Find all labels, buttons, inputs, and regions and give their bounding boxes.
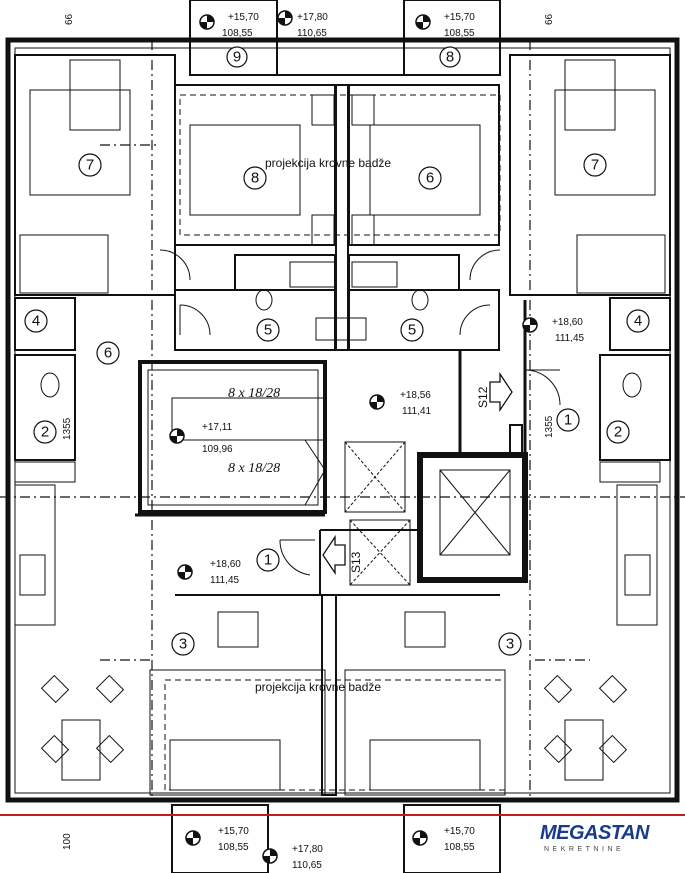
stair-label-upper: 8 x 18/28 (228, 386, 280, 401)
dining-set-left (40, 674, 125, 781)
dim-left-1355: 1355 (62, 417, 73, 440)
room-7-left: 7 (86, 157, 94, 174)
bed-right (369, 124, 481, 216)
balcony-bottom-left (171, 804, 269, 873)
room-4-left: 4 (32, 313, 40, 330)
room-9: 9 (233, 49, 241, 66)
room-7-left-walls (14, 54, 176, 296)
balcony-top-right (403, 0, 501, 76)
elev-lower-left-b: 111,45 (210, 575, 240, 586)
elev-top-mid-b: 110,65 (297, 28, 327, 39)
dining-set-right (543, 674, 628, 781)
roof-projection-top (179, 94, 501, 236)
room-2-right-walls (599, 354, 671, 461)
wardrobe-right (576, 234, 666, 294)
room-2-left: 2 (41, 424, 49, 441)
bath-5-left (174, 289, 336, 351)
room-8-balcony: 8 (446, 49, 454, 66)
room-6-top: 6 (426, 170, 434, 187)
elev-stair-left-a: +17,11 (202, 422, 233, 433)
bed-7-right (554, 89, 656, 196)
elev-top-right-b: 108,55 (444, 28, 475, 39)
party-wall-top (335, 84, 349, 351)
balcony-bottom-right (403, 804, 501, 873)
room-7-right: 7 (591, 157, 599, 174)
room-2-right: 2 (614, 424, 622, 441)
room-3-left: 3 (179, 636, 187, 653)
dim-bottom-left: 100 (62, 833, 73, 850)
elev-bot-right-a: +15,70 (444, 826, 475, 837)
kitchen-right (616, 484, 658, 626)
elev-bot-left-a: +15,70 (218, 826, 249, 837)
tag-s13: S13 (349, 551, 363, 573)
kitchen-left (14, 484, 56, 626)
room-7-right-walls (509, 54, 671, 296)
elev-top-right-a: +15,70 (444, 12, 475, 23)
elev-top-left-a: +15,70 (228, 12, 259, 23)
elev-stair-center-b: 111,41 (402, 406, 432, 417)
arrow-s13 (322, 534, 346, 576)
room-6-hall: 6 (104, 345, 112, 362)
party-wall-bottom (321, 594, 337, 796)
wardrobe-left (19, 234, 109, 294)
elev-top-mid-a: +17,80 (297, 12, 328, 23)
room-5-left: 5 (264, 322, 272, 339)
bath-5-right (348, 289, 500, 351)
room-3-right: 3 (506, 636, 514, 653)
room-5-right: 5 (408, 322, 416, 339)
tag-s12: S12 (476, 386, 490, 408)
roof-note-bottom: projekcija krovne badže (255, 680, 381, 694)
elev-bot-right-b: 108,55 (444, 842, 475, 853)
elev-bot-left-b: 108,55 (218, 842, 249, 853)
elev-right-a: +18,60 (552, 317, 583, 328)
room-2-left-walls (14, 354, 76, 461)
top-terrace (276, 39, 405, 76)
room-4-right: 4 (634, 313, 642, 330)
brand-sub: NEKRETNINE (544, 846, 625, 853)
balcony-top-left (189, 0, 278, 76)
dim-top-left: 66 (64, 13, 75, 25)
roof-projection-bottom (164, 679, 506, 791)
dim-right-1355: 1355 (544, 415, 555, 438)
stair-label-lower: 8 x 18/28 (228, 461, 280, 476)
elev-right-b: 111,45 (555, 333, 585, 344)
elevator-shaft (417, 452, 528, 583)
roof-note-top: projekcija krovne badže (265, 156, 391, 170)
elev-stair-center-a: +18,56 (400, 390, 431, 401)
brand-logo: MEGASTAN NEKRETNINE (540, 822, 680, 862)
arrow-s12 (489, 371, 513, 413)
elev-bot-mid-b: 110,65 (292, 860, 322, 871)
stair-well (138, 360, 327, 514)
elevation-markers (169, 10, 538, 864)
room-1-right: 1 (564, 412, 572, 429)
bed-7-left (29, 89, 131, 196)
room-6-walls (348, 84, 500, 246)
brand-name: MEGASTAN (540, 822, 649, 844)
sofa-left (149, 669, 326, 796)
elev-lower-left-a: +18,60 (210, 559, 241, 570)
elev-top-left-b: 108,55 (222, 28, 253, 39)
bed-left (189, 124, 301, 216)
elev-bot-mid-a: +17,80 (292, 844, 323, 855)
room-8: 8 (251, 170, 259, 187)
dim-top-right: 66 (544, 13, 555, 25)
room-1-left: 1 (264, 552, 272, 569)
elev-stair-left-b: 109,96 (202, 444, 233, 455)
